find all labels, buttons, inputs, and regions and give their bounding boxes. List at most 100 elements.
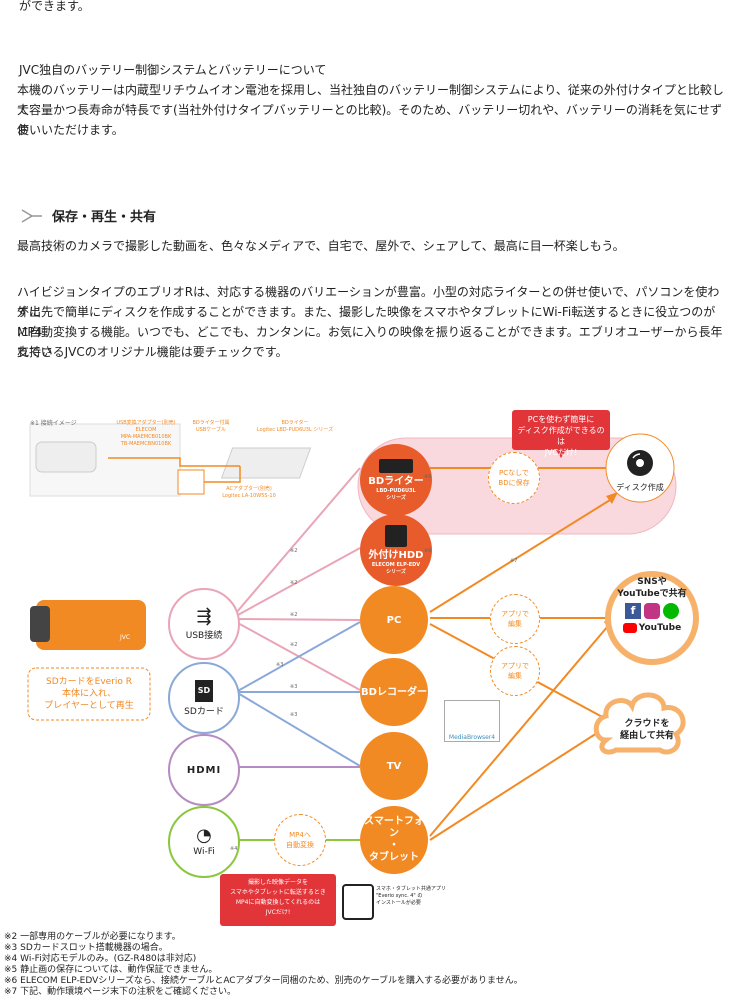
mp4-note-line: MP4に自動変換してくれるのは [235,899,321,906]
note-2: ※2 [290,548,298,554]
note-3: ※3 [276,662,284,668]
app-note-line: スマホ・タブレット共通アプリ [376,886,446,892]
bd-writer-label: BDライター [368,475,424,487]
footnote: ※5 静止画の保存については、動作保証できません。 [4,965,218,975]
battery-line-3: 使いいただけます。 [17,123,124,137]
chevron-right-icon [21,208,42,223]
connection-diagram: ※1 接続イメージ USB変換アダプター(別売) ELECOM MPA-MAEM… [0,400,730,940]
app-edit-line: アプリで [501,662,529,670]
app-edit-line: 編集 [508,620,522,628]
instagram-icon [644,603,660,619]
ext-hdd-series: シリーズ [386,568,406,575]
bd-writer-model-line: BDライター [281,420,309,426]
usb-label: USB接続 [185,630,223,641]
ext-hdd-model: ELECOM ELP-EDV [371,561,421,568]
sns-label: YouTubeで共有 [617,589,687,599]
footnote: ※6 ELECOM ELP-EDVシリーズなら、接続ケーブルとACアダプター同梱… [4,976,523,986]
sd-label: SDカード [184,706,224,717]
ac-adapter-line: Logitec LA-10W5S-10 [222,493,276,499]
bd-usb-cable-line: BDライター付属 [192,420,230,426]
bd-recorder-node: BDレコーダー [360,658,428,726]
pc-free-note-line: JVCだけ! [544,448,578,457]
pc-free-note: PCを使わず簡単に ディスク作成ができるのは JVCだけ! [512,410,610,457]
mp4-badge-line: MP4へ [289,831,311,839]
body-line-3: に自動変換する機能。いつでも、どこでも、カンタンに。お気に入りの映像を振り返るこ… [17,325,723,359]
sd-icon: SD [195,679,213,702]
section-title: 保存・再生・共有 [52,210,157,225]
note-2: ※2 [290,612,298,618]
ext-hdd-label: 外付けHDD [368,549,424,561]
pc-free-note-line: ディスク作成ができるのは [517,426,605,446]
youtube-label: YouTube [638,623,682,633]
mp4-note-line: スマホやタブレットに転送するとき [230,889,326,896]
hdd-icon [385,524,407,547]
mediabrowser-label: MediaBrowser4 [448,734,496,741]
cloud-label: クラウドを 経由して共有 [610,718,684,742]
camera-logo: JVC [120,634,131,641]
note-2: ※2 [290,642,298,648]
footnotes: ※2 一部専用のケーブルが必要になります。 ※3 SDカードスロット搭載機器の場… [4,932,523,998]
app-note-line: "Everio sync. 4" の [376,893,423,899]
bd-usb-cable-label: BDライター付属 USBケーブル [186,420,236,434]
bd-writer-model-label: BDライター Logitec LBD-PUD6U3L シリーズ [250,420,340,434]
app-note: スマホ・タブレット共通アプリ "Everio sync. 4" の インストール… [376,886,476,907]
sd-play-line: 本体に入れ、 [61,689,117,699]
mp4-note: 撮影した映像データを スマホやタブレットに転送するとき MP4に自動変換してくれ… [220,874,336,926]
bd-writer-note: ※6 [424,474,432,480]
mp4-badge: MP4へ自動変換 [274,814,326,866]
disc-icon [627,450,653,476]
wifi-note: ※4 [230,846,238,852]
note-7: ※7 [510,558,518,564]
app-edit-line: 編集 [508,672,522,680]
hdmi-icon: HDMI [186,764,222,776]
hdmi-node: HDMI [168,734,240,806]
youtube-icon [622,623,637,633]
line-icon [663,603,679,619]
smartphone-label: スマートフォン [364,816,424,839]
usb-adapter-line: ELECOM [135,427,157,433]
usb-adapter-label: USB変換アダプター(別売) ELECOM MPA-MAEMCB010BK TB… [96,420,196,448]
usb-icon: ⇶ [196,605,212,627]
diagram-lines [27,423,699,841]
usb-adapter-line: USB変換アダプター(別売) [116,420,176,426]
footnote: ※3 SDカードスロット搭載機器の場合。 [4,943,168,953]
body-line-4: れているJVCのオリジナル機能は要チェックです。 [17,345,288,359]
battery-heading: JVC独自のバッテリー制御システムとバッテリーについて [19,63,327,77]
body-line-1: ハイビジョンタイプのエブリオRは、対応する機器のバリエーションが豊富。小型の対応… [17,285,720,319]
sd-play-note: SDカードをEverio R 本体に入れ、 プレイヤーとして再生 [28,676,150,712]
wifi-node: ◔ Wi-Fi [168,806,240,878]
intro-tail: ができます。 [19,0,90,13]
lead-text: 最高技術のカメラで撮影した動画を、色々なメディアで、自宅で、屋外で、シェアして、… [17,239,625,253]
app-note-line: インストールが必要 [376,900,421,906]
note-3: ※3 [290,684,298,690]
connection-image-label: ※1 接続イメージ [30,420,77,427]
note-2: ※2 [290,580,298,586]
sd-play-line: プレイヤーとして再生 [44,701,134,711]
sd-play-line: SDカードをEverio R [45,677,132,687]
tv-node: TV [360,732,428,800]
smartphone-label: ・ [389,840,399,851]
mp4-note-line: 撮影した映像データを [247,879,308,886]
sns-label: SNSや [637,577,667,587]
mediabrowser-box: MediaBrowser4 [444,700,500,742]
pc-free-badge-line: BDに保存 [498,479,530,487]
facebook-icon: f [625,603,641,619]
body-line-2: 外出先で簡単にディスクを作成することができます。また、撮影した映像をスマホやタブ… [17,305,716,339]
pc-node: PC [360,586,428,654]
app-edit-line: アプリで [501,610,529,618]
bd-writer-node: BDライター LBD-PUD6U3L シリーズ [360,444,432,516]
note-3: ※3 [290,712,298,718]
usb-adapter-line: MPA-MAEMCB010BK [120,434,172,440]
footnote: ※7 下記、動作環境ページ末下の注釈をご確認ください。 [4,987,236,997]
app-edit-badge-1: アプリで編集 [490,594,540,644]
ac-adapter-label: ACアダプター(別売) Logitec LA-10W5S-10 [214,486,284,500]
bd-writer-series: シリーズ [386,494,406,501]
mp4-badge-line: 自動変換 [286,841,314,849]
smartphone-label: タブレット [369,852,419,863]
ext-hdd-note: ※6 [424,548,432,554]
ac-adapter-line: ACアダプター(別売) [226,486,272,492]
sd-node: SD SDカード [168,662,240,734]
footnote: ※2 一部専用のケーブルが必要になります。 [4,932,181,942]
ext-hdd-node: 外付けHDD ELECOM ELP-EDV シリーズ [360,514,432,586]
